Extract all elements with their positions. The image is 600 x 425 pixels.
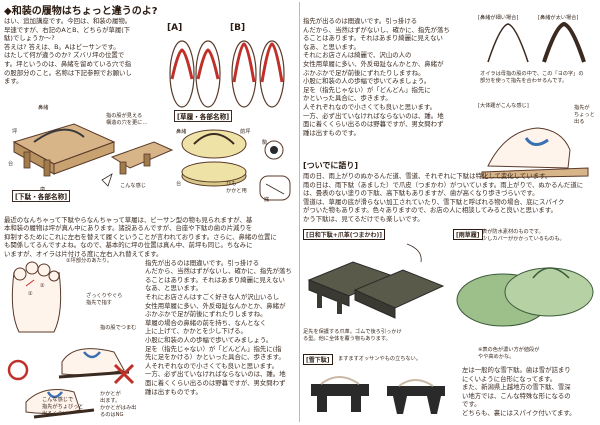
- zori-bottom-icon: [259, 175, 291, 201]
- right-top-note: オイラは母指の股の中で、この「ヨの字」の 部分を使って指先を合わせるんです。: [480, 71, 584, 84]
- section-2-title: [ついでに語り]: [303, 161, 359, 170]
- intro-text: はい、追加講座です。今回は、和装の履物。 早速ですが、右記のAとB、どちらが草履…: [4, 17, 132, 86]
- finger-note: ②坪部分のあたり。: [66, 258, 113, 264]
- right-side-note: 指先が ちょっと 出る: [574, 105, 595, 125]
- foot-fitting-illustration: [7, 261, 130, 419]
- geta-label-tsubo: 坪: [12, 129, 18, 135]
- geta-label-note: 指の股が見える 構造の穴を更に…: [106, 113, 148, 126]
- finger-note3: 指の股でつまむ: [100, 325, 137, 331]
- mid-column-text: 指先が出るのは間違いです。引っ掛ける んだから、当然はずがないし、確かに、指先が…: [145, 250, 297, 396]
- zori-icon: [181, 129, 247, 159]
- ame-zori-tag: [雨草履]: [453, 229, 483, 240]
- ame-geta-illustration: [307, 243, 445, 319]
- circle-ok-icon: [7, 359, 29, 381]
- page-title: ◆和装の履物はちょっと違うのよ?: [4, 6, 158, 17]
- label-a: [A]: [167, 23, 183, 33]
- mid-body-text: 最近のなんちゃって下駄やらなんちゃって草履は、ビーサン型の物も見られますが、基 …: [4, 207, 296, 259]
- foot-note: [大体踵がこんな感じ]: [478, 103, 529, 109]
- thick-hanao-icon: [542, 22, 586, 63]
- ame-zori-illustration: [456, 267, 594, 327]
- ame-geta-tag: [日和下駄+爪革(つまかわ)]: [303, 229, 385, 240]
- zori-label-mae: 前坪: [240, 129, 251, 135]
- zori-label-hanao: 鼻緒: [176, 129, 187, 135]
- arrow-icon: [101, 173, 113, 187]
- geta-icon: [12, 123, 116, 177]
- finger-note2: ざっくりやぐら 指先で指す: [86, 293, 123, 306]
- column-divider: [299, 2, 300, 422]
- foot-zori-icon: [481, 127, 589, 179]
- tag-thick-hanao: [鼻緒が太い場合]: [538, 15, 579, 21]
- mid-body-span: 最近のなんちゃって下駄やらなんちゃって草履は、ビーサン型の物も見られますが、基 …: [4, 215, 277, 258]
- cross-ng-icon: [113, 363, 135, 385]
- flipflop-icon-a-right: [195, 40, 221, 108]
- finger-num2: ②: [40, 283, 45, 289]
- tag-thin-hanao: [鼻緒が細い場合]: [478, 15, 519, 21]
- foot-on-zori-illustration: [481, 127, 589, 179]
- mid-column-span: 指先が出るのは間違いです。引っ掛ける んだから、当然はずがないし、確かに、指先が…: [145, 258, 292, 396]
- geta-parts-tag: [下駄・各部名称]: [12, 190, 71, 202]
- ng-note: かかとが 出ます。 かかとがはみ出 るのはNG: [100, 391, 137, 418]
- foot-ok-icon: [58, 348, 130, 379]
- geta-label-dai: 台: [8, 161, 14, 167]
- section-2-body: 雨の日、雨上がりのぬかるんだ道、雪道、それぞれに下駄は特化して変化しています。 …: [303, 172, 584, 223]
- sandal-comparison-illustration: [169, 40, 285, 108]
- yuki-geta-icon-2: [387, 379, 445, 414]
- ame-geta-note: 足先を保護する爪革。ゴムで後ろ引っかけ る型。他に全体を覆う物もあります。: [303, 329, 402, 342]
- yuki-geta-icon-1: [311, 376, 369, 412]
- label-b: [B]: [230, 23, 246, 33]
- geta-parts-illustration: [12, 123, 174, 187]
- ame-zori-icon: [456, 267, 594, 327]
- zori-side-icon: [181, 161, 247, 187]
- foot-ng-icon: [25, 389, 95, 419]
- ame-zori-note: 表が防水素材のものです。 少しカバーがかかっているものも。: [482, 229, 565, 242]
- zori-icon-b-left: [231, 40, 257, 108]
- flipflop-icon-a-left: [169, 40, 195, 108]
- finger-num1: ①: [28, 291, 33, 297]
- toes-icon: [11, 261, 62, 333]
- thin-hanao-icon: [487, 23, 529, 63]
- zori-parts-illustration: [181, 129, 291, 201]
- geta-label-konna: こんな感じ: [120, 183, 146, 189]
- yuki-geta-illustration: [311, 376, 445, 414]
- koma-icon: [264, 140, 284, 160]
- zori-label-ura: 底: [264, 197, 270, 203]
- geta-label-hanao: 鼻緒: [38, 105, 49, 111]
- zori-icon-b-right: [259, 40, 285, 108]
- right-top-text: 指先が出るのは間違いです。引っ掛ける んだから、当然はずがないし、確かに、指先が…: [303, 17, 450, 137]
- ame-zori-note2: ※表の色が濃い方が値段が やや高めかな。: [478, 347, 540, 360]
- yuki-geta-note: ますますオッサンやもの立ちない。: [338, 356, 422, 362]
- yuki-geta-tag: [雪下駄]: [303, 354, 333, 365]
- geta-bottom-icon: [110, 141, 174, 175]
- ame-geta-icon: [307, 243, 445, 319]
- ok-note: こんな感じで 指先がちょびっと 出るくらい: [42, 397, 84, 417]
- zori-label-side: ひも かかと用: [226, 181, 247, 194]
- zori-label-koma: 駒: [262, 140, 268, 146]
- zori-label-dai: 台: [176, 181, 182, 187]
- hanao-width-illustration: [487, 22, 586, 63]
- last-right-text: 左は一般的な雪下駄。歯は雪が詰まり にくいように台形になってます。 また、新潟県…: [462, 366, 576, 417]
- zori-parts-tag: [草履・各部名称]: [174, 110, 233, 122]
